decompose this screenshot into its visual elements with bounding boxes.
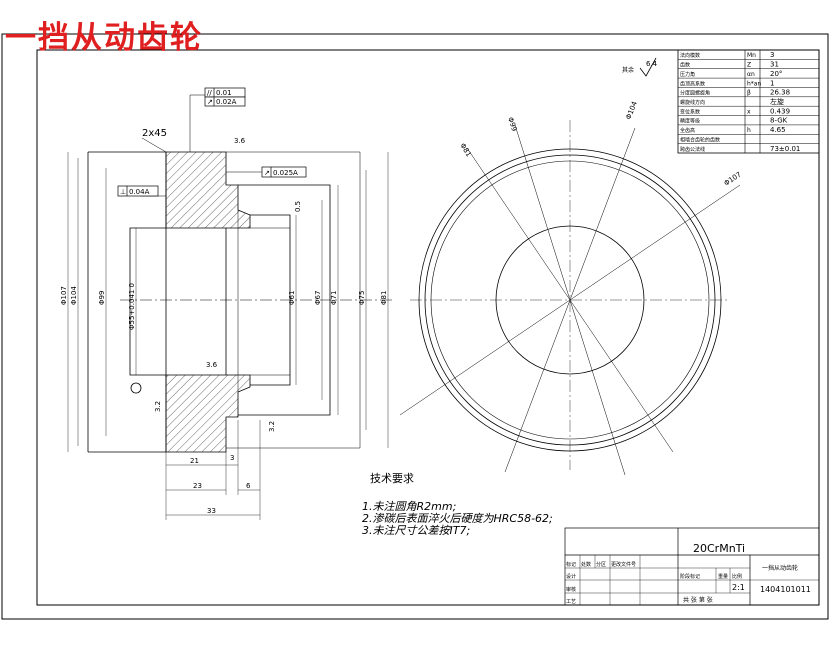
dim-w3: 3 [230,454,234,462]
param-value: 1 [770,79,774,87]
ratio-label: 比例 [732,573,742,580]
dim-gap: 0.5 [294,201,302,212]
drawing-number: 1404101011 [760,585,811,594]
inner-border [36,49,820,606]
tech-req-title: 技术要求 [370,472,414,485]
param-value: 31 [770,61,779,69]
title-block-col: 分区 [596,561,606,568]
param-label: 齿数 [680,62,690,69]
tech-req-3: 3.未注尺寸公差按IT7; [362,524,471,537]
param-label: 法向模数 [680,52,700,59]
parallelism-tolerance: 0.01 [216,89,232,97]
param-value: 0.439 [770,107,790,115]
dim-w33: 33 [207,507,216,515]
param-label: 螺旋线方向 [680,99,705,106]
tech-req-1: 1.未注圆角R2mm; [362,500,457,513]
perpendicularity-tolerance: 0.04A [129,188,150,196]
param-label: 全齿高 [680,127,695,134]
title-block [564,527,820,606]
param-label: 精度等级 [680,118,700,125]
tolerance-frames [117,87,307,197]
params-table: 法向模数 Mn 3 齿数 Z 31 压力角 αn 20° 齿顶高系数 h*an 1 分度圆螺旋角 β 26.… [677,49,820,154]
dim-d61: Φ61 [288,291,296,305]
param-value: 26.38 [770,89,790,97]
drawing-title: 一挡从动齿轮 [5,20,203,56]
dim-d99: Φ99 [98,291,106,305]
param-label: 跨齿公法线 [680,146,705,153]
param-label: 相啮合齿轮的齿数 [680,136,720,143]
roughness-3: 3.2 [268,421,276,432]
dim-d107: Φ107 [60,286,68,305]
section-view [67,94,395,520]
front-dim-2: Φ99 [506,116,518,132]
param-symbol: β [747,90,751,97]
dim-bore: Φ55+0.041 0 [128,283,136,330]
dim-d81: Φ81 [380,291,388,305]
roughness-4: 3.6 [206,361,218,369]
tech-req-2: 2.渗碳后表面淬火后硬度为HRC58-62; [362,512,553,525]
param-value: 4.65 [770,126,786,134]
dim-d75: Φ75 [358,291,366,305]
roughness-corner: 其余 6.4 [622,57,658,77]
param-value: 3 [770,51,774,59]
outer-border [1,33,829,620]
param-symbol: h [747,127,751,134]
param-symbol: αn [747,71,755,78]
svg-text://: // [207,89,212,97]
front-view [399,120,741,476]
title-block-row: 设计 [566,573,576,580]
part-name: 一挡从动齿轮 [762,564,798,572]
param-label: 变位系数 [680,108,700,115]
dim-w23: 23 [193,482,202,490]
param-symbol: x [747,108,751,115]
title-block-col: 处数 [581,561,591,568]
dim-w21: 21 [190,457,199,465]
param-value: 73±0.01 [770,145,800,153]
dim-d71: Φ71 [330,291,338,305]
title-block-row: 工艺 [566,599,576,605]
stage-label: 阶段标记 [680,573,700,580]
param-value: 左旋 [770,97,784,106]
front-dim-1: Φ81 [458,142,472,158]
title-block-row: 标记 [566,561,576,568]
roughness-1: 3.6 [234,137,246,145]
param-value: 8-GK [770,117,788,125]
dim-d67: Φ67 [314,291,322,305]
dim-d104: Φ104 [70,286,78,305]
dim-w6: 6 [246,482,251,490]
sheet-count: 共 张 第 张 [683,596,713,604]
runout-tolerance-2: 0.025A [273,169,298,177]
param-symbol: Z [747,62,751,69]
title-block-row: 审核 [566,586,576,593]
roughness-value: 6.4 [646,60,658,68]
front-dim-3: Φ104 [624,100,639,121]
roughness-2: 3.2 [154,401,162,412]
scale: 2:1 [732,583,745,592]
param-label: 分度圆螺旋角 [680,90,710,97]
chamfer-label: 2x45 [142,128,167,139]
param-symbol: Mn [747,52,756,59]
svg-text:↗: ↗ [207,98,213,106]
param-value: 20° [770,70,782,78]
material: 20CrMnTi [693,542,745,555]
param-label: 齿顶高系数 [680,80,705,87]
runout-tolerance-1: 0.02A [216,98,237,106]
svg-text:⊥: ⊥ [120,188,126,196]
svg-text:↗: ↗ [264,169,270,177]
weight-label: 重量 [718,573,728,580]
svg-text:其余: 其余 [622,66,634,74]
param-symbol: h*an [747,80,761,87]
param-label: 压力角 [680,71,695,78]
title-block-col: 更改文件号 [611,561,636,568]
